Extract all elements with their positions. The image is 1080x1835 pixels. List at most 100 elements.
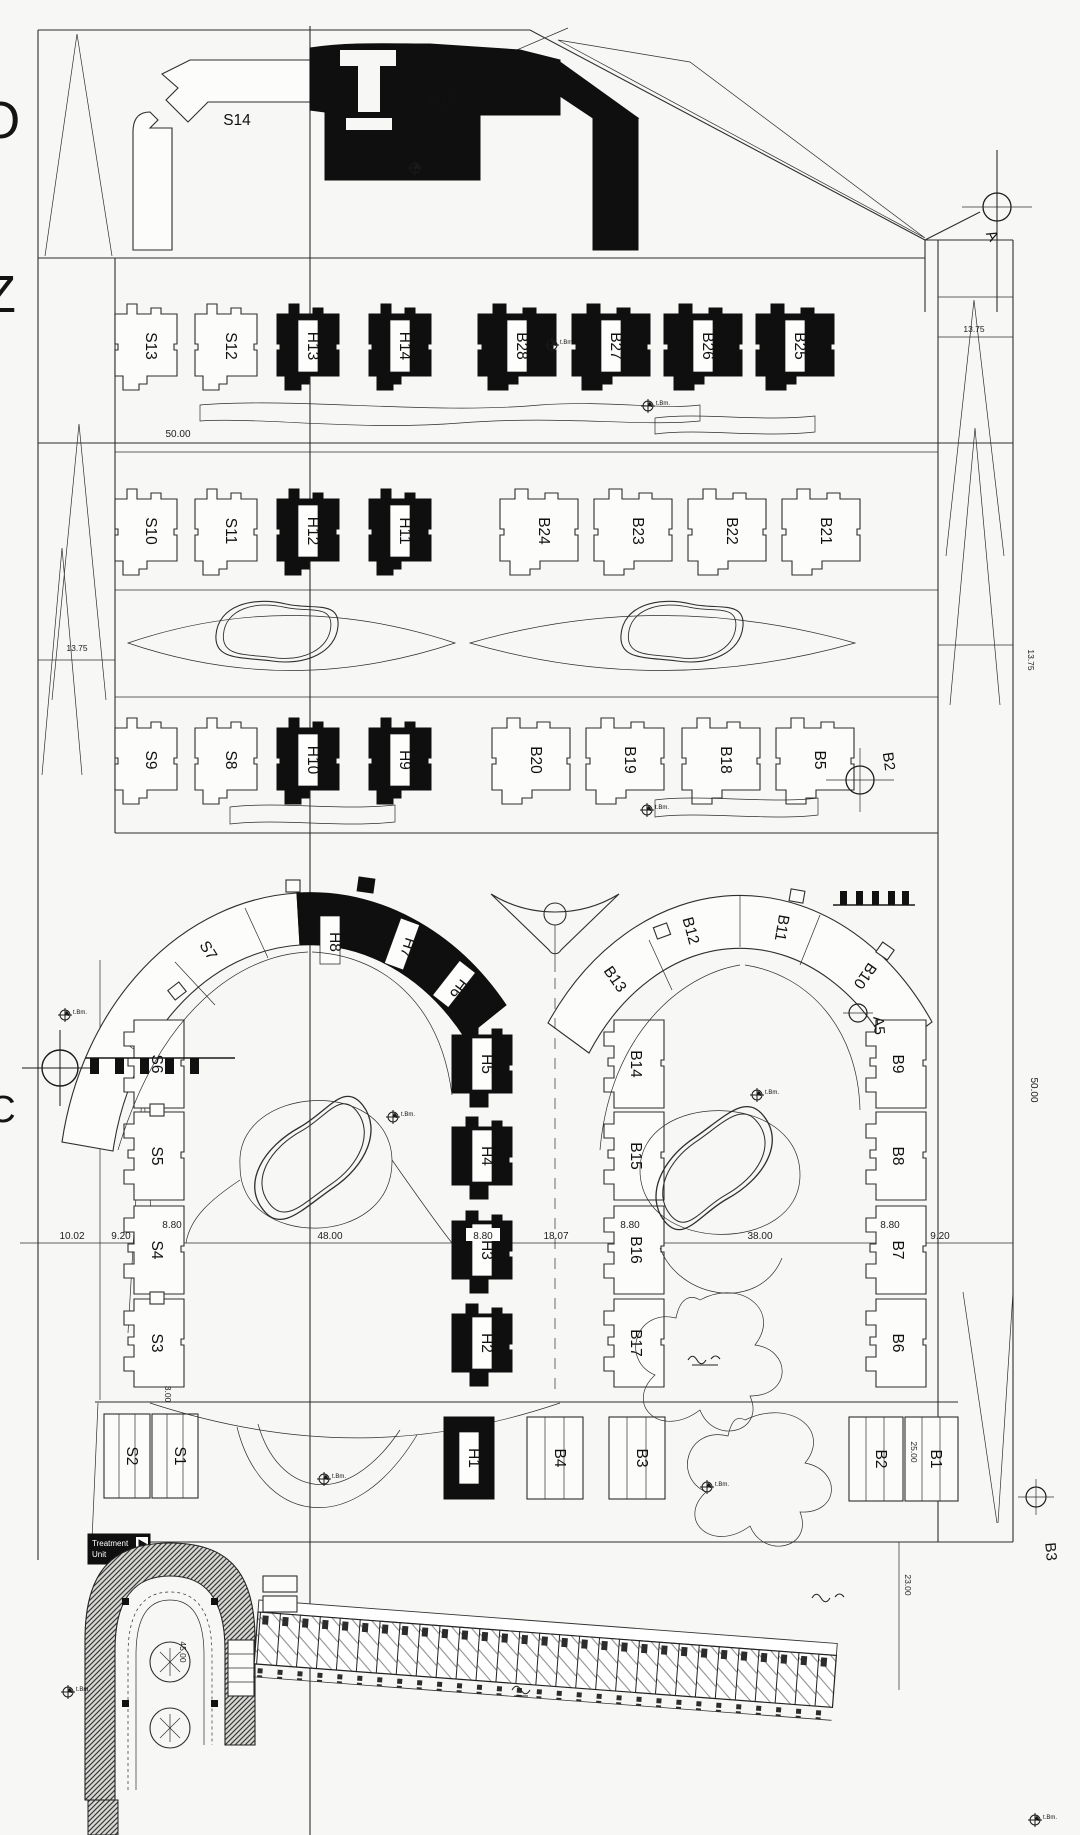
dim-300: 3.00 — [163, 1386, 173, 1403]
building-label-b18: B18 — [717, 746, 734, 774]
fountain-circle — [149, 1707, 191, 1749]
building-label-b15: B15 — [627, 1142, 644, 1170]
building-label-s13: S13 — [142, 332, 159, 360]
shops-strip — [253, 1599, 838, 1721]
benchmark-marker-icon: t.Bm. — [1027, 1812, 1057, 1828]
building-label-b14: B14 — [627, 1050, 644, 1078]
crescent-park — [149, 1402, 561, 1508]
dim-2500: 25.00 — [909, 1441, 919, 1463]
treatment-unit-label-2: Unit — [92, 1550, 107, 1559]
dim-1375-left: 13.75 — [66, 643, 88, 653]
building-label-s10: S10 — [142, 517, 159, 545]
building-label-s4: S4 — [148, 1241, 165, 1260]
dim-4800: 48.00 — [317, 1231, 342, 1242]
svg-text:t.Bm.: t.Bm. — [560, 340, 574, 346]
crescent-quarter: S7 H8 H7 H6 B13 B12 B11 B10 S6 S5 S4 S3 — [61, 876, 933, 1395]
edge-letter-2: Z — [0, 266, 16, 324]
strip-tick-comb — [253, 1667, 833, 1721]
building-label-h10: H10 — [304, 746, 321, 775]
svg-text:t.Bm.: t.Bm. — [765, 1090, 779, 1096]
building-b3 — [608, 1416, 666, 1500]
annotation-scribble — [511, 1685, 531, 1697]
building-label-b27: B27 — [607, 332, 624, 360]
building-b2 — [848, 1416, 904, 1502]
dim-5000-right: 50.00 — [1028, 1077, 1039, 1102]
edge-letter-c: C — [0, 1089, 16, 1131]
building-label-b21: B21 — [817, 517, 834, 545]
road-strip — [654, 415, 816, 435]
dim-880-left: 8.80 — [162, 1220, 182, 1231]
dim-880-h3: 8.80 — [473, 1231, 493, 1242]
building-label-h14: H14 — [396, 332, 413, 361]
benchmark-marker-icon: t.Bm. — [385, 1109, 415, 1125]
benchmark-marker-icon: t.Bm. — [749, 1087, 779, 1103]
building-b1 — [904, 1416, 959, 1502]
benchmark-marker-icon: t.Bm. — [639, 802, 669, 818]
survey-marker-a-label: A — [982, 227, 1002, 244]
building-label-b12: B12 — [679, 915, 703, 946]
entry-island — [490, 893, 620, 955]
treatment-unit-label-1: Treatment — [92, 1539, 129, 1548]
building-label-b6: B6 — [889, 1334, 906, 1353]
survey-marker-b3-label: B3 — [1041, 1542, 1060, 1562]
building-b13-b10-arc — [547, 894, 933, 1054]
building-label-s6: S6 — [148, 1055, 165, 1074]
dimension-string: 10.02 9.20 8.80 48.00 8.80 18.07 8.80 38… — [59, 1077, 1039, 1242]
row-4: S9 S8 H10 H9 B20 B19 B18 B5 t.Bm. — [114, 717, 855, 825]
building-label-h8: H8 — [326, 932, 343, 952]
tick-comb-left — [90, 1058, 199, 1074]
building-label-b4: B4 — [551, 1449, 568, 1468]
building-label-b17: B17 — [627, 1329, 644, 1357]
building-label-s3: S3 — [148, 1334, 165, 1353]
building-label-s5: S5 — [148, 1147, 165, 1166]
svg-text:t.Bm.: t.Bm. — [656, 401, 670, 407]
building-label-b11: B11 — [771, 913, 792, 942]
building-label-h3: H3 — [478, 1240, 495, 1260]
svg-text:t.Bm.: t.Bm. — [76, 1687, 90, 1693]
planting-bed — [468, 615, 857, 671]
svg-text:t.Bm.: t.Bm. — [715, 1482, 729, 1488]
road-strip — [229, 804, 396, 825]
tick-comb-right — [840, 891, 909, 905]
building-label-b24: B24 — [535, 517, 552, 545]
building-label-s9: S9 — [142, 751, 159, 770]
survey-marker-a5-label: A5 — [869, 1016, 888, 1036]
building-label-s1: S1 — [171, 1447, 188, 1466]
kidney-pond — [620, 600, 744, 663]
entrance-horseshoe: 45.00 t.Bm. — [60, 1542, 256, 1835]
dim-3800: 38.00 — [747, 1231, 772, 1242]
site-boundary — [20, 26, 1014, 1835]
svg-text:t.Bm.: t.Bm. — [423, 163, 437, 169]
pond-zone: 13.75 13.75 — [66, 600, 1036, 671]
dim-1375-right: 13.75 — [963, 324, 985, 334]
building-label-h12: H12 — [304, 517, 321, 545]
building-label-b26: B26 — [699, 332, 716, 360]
benchmark-marker-icon: t.Bm. — [60, 1684, 90, 1700]
svg-text:t.Bm.: t.Bm. — [73, 1010, 87, 1016]
building-label-b1: B1 — [927, 1450, 944, 1469]
dim-920-right: 9.20 — [930, 1231, 950, 1242]
building-label-b23: B23 — [629, 517, 646, 545]
dim-880-b7: 8.80 — [880, 1220, 900, 1231]
svg-text:t.Bm.: t.Bm. — [332, 1474, 346, 1480]
building-label-h5: H5 — [478, 1054, 495, 1074]
kiosk — [262, 1575, 298, 1593]
roundabout-circle — [543, 902, 567, 926]
building-label-h13: H13 — [304, 332, 321, 360]
building-label-s12: S12 — [222, 332, 239, 360]
annotation-scribble — [811, 1593, 845, 1603]
edge-letter-1: O — [0, 92, 20, 150]
building-label-h4: H4 — [478, 1146, 495, 1166]
benchmark-marker-icon: t.Bm. — [57, 1007, 87, 1023]
tree-symbols — [41, 33, 1014, 1524]
road-strip — [654, 797, 819, 818]
annotation-scribbles — [511, 1355, 845, 1697]
garden-clover-beds — [635, 1292, 832, 1547]
building-label-b3: B3 — [633, 1449, 650, 1468]
building-label-h9: H9 — [396, 750, 413, 770]
building-label-s11: S11 — [222, 518, 239, 544]
building-label-b9: B9 — [889, 1055, 906, 1074]
annotation-scribble — [687, 1355, 721, 1366]
building-label-h2: H2 — [478, 1333, 495, 1353]
